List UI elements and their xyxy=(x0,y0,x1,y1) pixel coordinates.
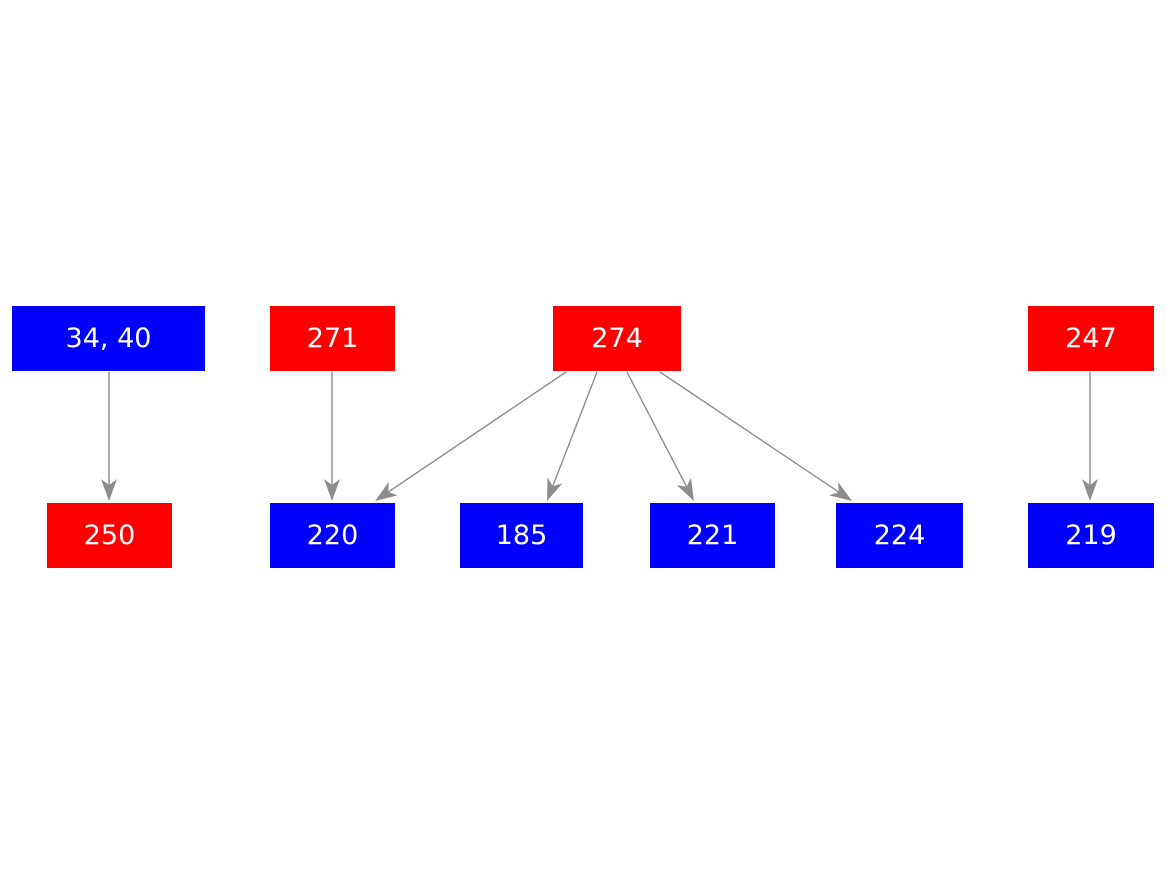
node-label: 224 xyxy=(874,520,926,551)
node-box[interactable] xyxy=(47,503,172,568)
node-label: 274 xyxy=(591,323,643,354)
node-label: 271 xyxy=(307,323,359,354)
node-label: 247 xyxy=(1065,323,1117,354)
node-271[interactable]: 271 xyxy=(270,306,395,371)
node-box[interactable] xyxy=(270,306,395,371)
node-label: 220 xyxy=(307,520,359,551)
edge-274-to-221 xyxy=(626,371,694,501)
node-185[interactable]: 185 xyxy=(460,503,583,568)
node-220[interactable]: 220 xyxy=(270,503,395,568)
arrowhead xyxy=(676,477,694,501)
node-219[interactable]: 219 xyxy=(1028,503,1154,568)
node-34-40[interactable]: 34, 40 xyxy=(12,306,205,371)
node-box[interactable] xyxy=(12,306,205,371)
node-label: 250 xyxy=(84,520,136,551)
edge-274-to-224 xyxy=(659,371,852,501)
node-247[interactable]: 247 xyxy=(1028,306,1154,371)
node-layer: 34, 40 271 274 247 250 220 185 221 224 219 xyxy=(12,306,1154,568)
node-250[interactable]: 250 xyxy=(47,503,172,568)
edge-layer xyxy=(101,371,1098,501)
arrowhead xyxy=(547,477,563,501)
node-label: 34, 40 xyxy=(66,323,152,354)
edge-271-to-220 xyxy=(324,372,340,501)
edge-274-to-185 xyxy=(547,371,598,501)
arrowhead xyxy=(1082,479,1098,501)
arrowhead xyxy=(829,482,852,501)
node-224[interactable]: 224 xyxy=(836,503,963,568)
node-box[interactable] xyxy=(460,503,583,568)
node-box[interactable] xyxy=(1028,306,1154,371)
node-221[interactable]: 221 xyxy=(650,503,775,568)
node-box[interactable] xyxy=(270,503,395,568)
node-label: 219 xyxy=(1065,520,1117,551)
node-label: 221 xyxy=(687,520,739,551)
edge-247-to-219 xyxy=(1082,372,1098,501)
edge-3440-to-250 xyxy=(101,372,117,501)
arrowhead xyxy=(324,479,340,501)
arrowhead xyxy=(375,482,398,501)
node-box[interactable] xyxy=(553,306,681,371)
node-label: 185 xyxy=(496,520,548,551)
edge-274-to-220 xyxy=(375,371,567,501)
node-box[interactable] xyxy=(650,503,775,568)
node-box[interactable] xyxy=(1028,503,1154,568)
arrowhead xyxy=(101,479,117,501)
node-box[interactable] xyxy=(836,503,963,568)
node-274[interactable]: 274 xyxy=(553,306,681,371)
